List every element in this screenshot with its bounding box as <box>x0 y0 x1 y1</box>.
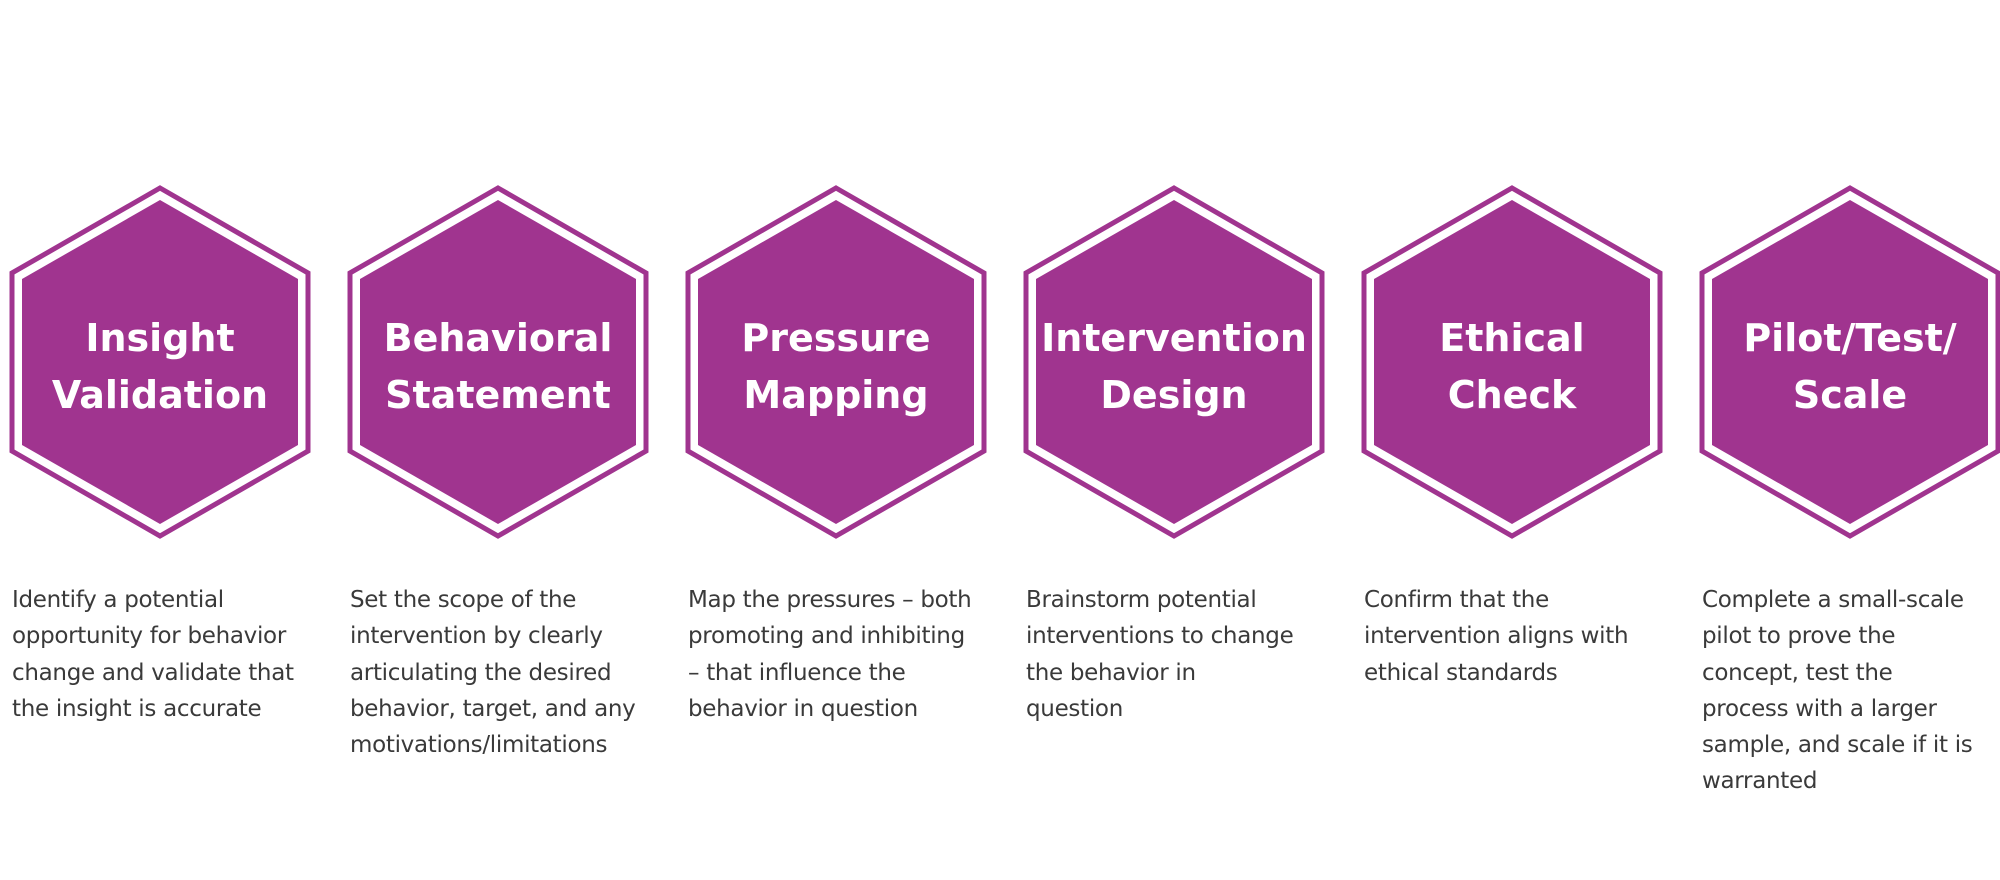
step-6-description-line-2: pilot to prove the <box>1702 623 1896 650</box>
step-4-description-line-4: question <box>1026 695 1123 722</box>
hexagon-icon <box>9 185 311 539</box>
step-6-description-line-3: concept, test the <box>1702 659 1893 686</box>
step-4-description: Brainstorm potential interventions to ch… <box>1026 582 1326 727</box>
step-3-title-line-2: Mapping <box>743 373 929 417</box>
step-5-description: Confirm that the intervention aligns wit… <box>1364 582 1664 691</box>
process-step-4: Intervention Design Brainstorm potential… <box>1014 0 1334 880</box>
step-4-title: Intervention Design <box>1034 310 1314 424</box>
step-4-description-line-3: the behavior in <box>1026 659 1196 686</box>
step-2-hexagon: Behavioral Statement <box>338 182 658 542</box>
step-1-title: Insight Validation <box>20 310 300 424</box>
step-6-hexagon: Pilot/Test/ Scale <box>1690 182 2000 542</box>
step-5-description-line-2: intervention aligns with <box>1364 623 1629 650</box>
step-3-hexagon: Pressure Mapping <box>676 182 996 542</box>
step-5-title: Ethical Check <box>1372 310 1652 424</box>
hexagon-icon <box>1361 185 1663 539</box>
step-1-description-line-2: opportunity for behavior <box>12 623 286 650</box>
step-4-description-line-1: Brainstorm potential <box>1026 587 1257 613</box>
step-2-description-line-3: articulating the desired <box>350 659 612 686</box>
process-step-6: Pilot/Test/ Scale Complete a small-scale… <box>1690 0 2000 880</box>
step-2-description-line-5: motivations/limitations <box>350 732 608 759</box>
step-3-description-line-4: behavior in question <box>688 695 918 722</box>
step-5-description-line-3: ethical standards <box>1364 659 1558 686</box>
step-1-description-line-4: the insight is accurate <box>12 695 262 722</box>
step-1-hexagon: Insight Validation <box>0 182 320 542</box>
process-step-3: Pressure Mapping Map the pressures – bot… <box>676 0 996 880</box>
step-1-description-line-1: Identify a potential <box>12 587 224 613</box>
step-5-hexagon: Ethical Check <box>1352 182 1672 542</box>
step-1-title-line-2: Validation <box>51 373 269 417</box>
process-step-5: Ethical Check Confirm that the intervent… <box>1352 0 1672 880</box>
step-1-description: Identify a potential opportunity for beh… <box>12 582 312 727</box>
step-2-title: Behavioral Statement <box>358 310 638 424</box>
step-4-title-line-1: Intervention <box>1041 316 1307 360</box>
step-2-description-line-4: behavior, target, and any <box>350 695 636 722</box>
step-3-description-line-2: promoting and inhibiting <box>688 623 965 650</box>
hexagon-icon <box>1699 185 2000 539</box>
step-2-title-line-2: Statement <box>385 373 611 417</box>
step-4-hexagon: Intervention Design <box>1014 182 1334 542</box>
step-3-title: Pressure Mapping <box>696 310 976 424</box>
step-2-description-line-2: intervention by clearly <box>350 623 603 650</box>
step-6-title-line-2: Scale <box>1792 373 1908 417</box>
step-2-title-line-1: Behavioral <box>383 316 613 360</box>
hexagon-icon <box>1023 185 1325 539</box>
step-6-description-line-1: Complete a small-scale <box>1702 587 1964 613</box>
step-3-title-line-1: Pressure <box>741 316 931 360</box>
step-5-title-line-2: Check <box>1447 373 1577 417</box>
step-6-title: Pilot/Test/ Scale <box>1710 310 1990 424</box>
step-4-title-line-2: Design <box>1100 373 1248 417</box>
step-1-title-line-1: Insight <box>85 316 235 360</box>
step-3-description-line-1: Map the pressures – both <box>688 587 972 613</box>
step-4-description-line-2: interventions to change <box>1026 623 1294 650</box>
process-step-1: Insight Validation Identify a potential … <box>0 0 320 880</box>
step-6-description-line-4: process with a larger <box>1702 695 1937 722</box>
step-6-description: Complete a small-scale pilot to prove th… <box>1702 582 2000 800</box>
step-5-title-line-1: Ethical <box>1439 316 1585 360</box>
step-3-description: Map the pressures – both promoting and i… <box>688 582 988 727</box>
step-2-description: Set the scope of the intervention by cle… <box>350 582 650 763</box>
hexagon-icon <box>685 185 987 539</box>
step-3-description-line-3: – that influence the <box>688 659 906 686</box>
step-6-title-line-1: Pilot/Test/ <box>1743 316 1957 360</box>
step-6-description-line-5: sample, and scale if it is <box>1702 732 1973 759</box>
hexagon-icon <box>347 185 649 539</box>
step-1-description-line-3: change and validate that <box>12 659 294 686</box>
step-2-description-line-1: Set the scope of the <box>350 587 577 613</box>
step-5-description-line-1: Confirm that the <box>1364 587 1549 613</box>
step-6-description-line-6: warranted <box>1702 768 1818 795</box>
process-step-2: Behavioral Statement Set the scope of th… <box>338 0 658 880</box>
